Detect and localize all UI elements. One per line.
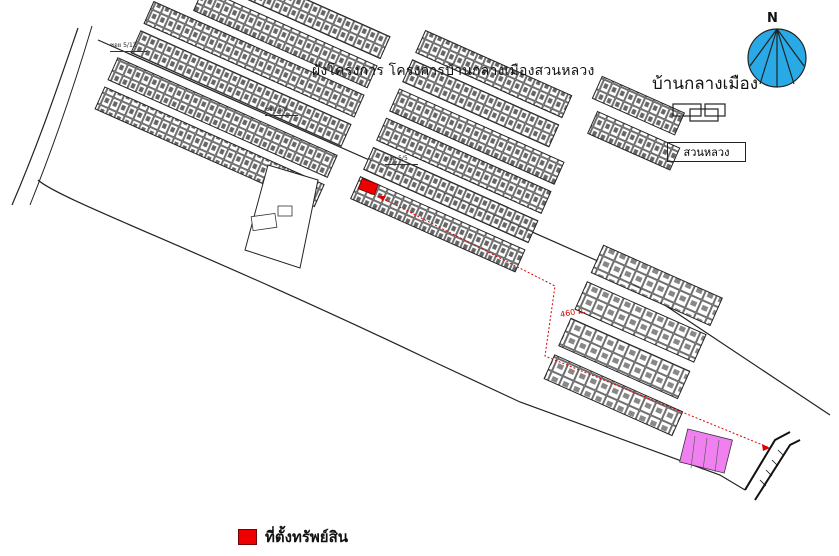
compass-icon [747, 28, 807, 88]
main-road-entrance [744, 431, 791, 491]
plot-blocks-east [543, 244, 723, 437]
highlight-plots [679, 428, 733, 474]
brand-logo-icon [672, 103, 726, 122]
brand-name: บ้านกลางเมือง [652, 74, 759, 94]
lane-label: ซอย 5/12 [110, 40, 147, 52]
plot-blocks [94, 0, 686, 273]
legend-swatch [238, 529, 257, 545]
north-label: N [767, 11, 778, 26]
map-title: ผังโครงการ โครงการบ้านกลางเมืองสวนหลวง [312, 63, 595, 79]
left-boundary [11, 27, 79, 206]
property-marker [357, 178, 379, 196]
lane-label: ซอย 5/5 [385, 153, 418, 165]
brand-sub-box: สวนหลวง [667, 142, 746, 162]
legend: ที่ตั้งทรัพย์สิน [238, 525, 348, 549]
legend-label: ที่ตั้งทรัพย์สิน [265, 528, 348, 546]
lane-label: ซอย 5/8 [265, 104, 298, 116]
route-line [377, 195, 771, 449]
